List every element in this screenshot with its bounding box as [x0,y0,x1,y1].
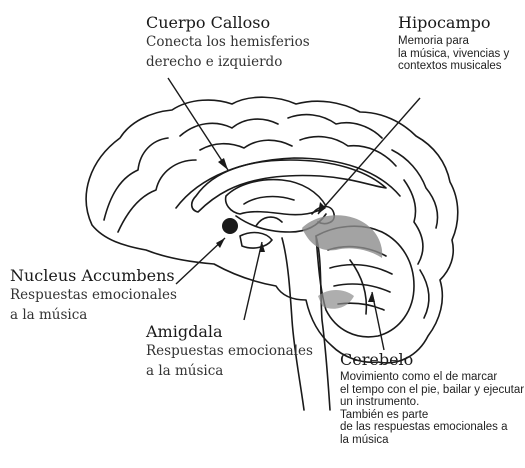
cuerpo-calloso-title: Cuerpo Calloso [146,13,310,32]
hipocampo-desc-3: contextos musicales [398,60,509,73]
cerebelo-desc-2: el tempo con el pie, bailar y ejecutar [340,384,524,397]
amigdala-desc-2: a la música [146,361,313,381]
hipocampo-desc-1: Memoria para [398,35,509,48]
cerebelo-desc-6: la música [340,434,524,447]
shaded-region [302,215,382,258]
nucleus-accumbens-dot [222,218,238,234]
nucleus-accumbens-title: Nucleus Accumbens [10,266,177,285]
cuerpo-calloso-desc-1: Conecta los hemisferios [146,32,310,52]
cerebelo-title: Cerebelo [340,350,524,369]
label-cerebelo: Cerebelo Movimiento como el de marcar el… [340,350,524,446]
label-nucleus-accumbens: Nucleus Accumbens Respuestas emocionales… [10,266,177,325]
nucleus-accumbens-desc-1: Respuestas emocionales [10,285,177,305]
cerebelo-desc-4: También es parte [340,409,524,422]
label-cuerpo-calloso: Cuerpo Calloso Conecta los hemisferios d… [146,13,310,72]
hipocampo-title: Hipocampo [398,13,509,32]
cerebelo-desc-3: un instrumento. [340,396,524,409]
amigdala-desc-1: Respuestas emocionales [146,341,313,361]
cerebelo-desc-5: de las respuestas emocionales a [340,421,524,434]
amigdala-title: Amigdala [146,322,313,341]
cuerpo-calloso-desc-2: derecho e izquierdo [146,52,310,72]
hipocampo-desc-2: la música, vivencias y [398,48,509,61]
label-hipocampo: Hipocampo Memoria para la música, vivenc… [398,13,509,73]
label-amigdala: Amigdala Respuestas emocionales a la mús… [146,322,313,381]
cerebelo-desc-1: Movimiento como el de marcar [340,371,524,384]
